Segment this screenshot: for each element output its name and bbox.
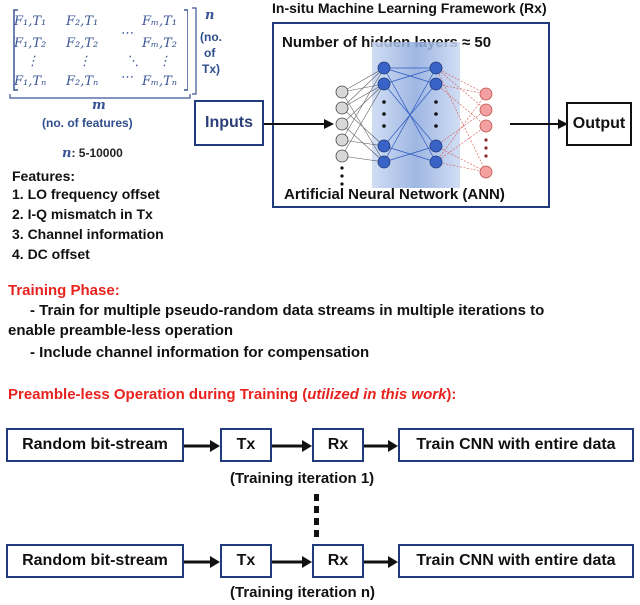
output-box: Output xyxy=(566,102,632,146)
matrix-cell-r3c2: F₂,Tₙ xyxy=(66,74,99,89)
matrix-m-label: m xyxy=(92,98,106,113)
tx-box-1: Tx xyxy=(220,428,272,462)
ann-label: Artificial Neural Network (ANN) xyxy=(284,186,505,203)
vertical-ellipsis xyxy=(314,494,319,537)
random-bitstream-label: Random bit-stream xyxy=(22,552,168,569)
arrow-tx-rx-n xyxy=(272,556,312,568)
rx-label: Rx xyxy=(327,436,349,453)
tx-label: Tx xyxy=(236,552,256,569)
matrix-n-desc-3: Tx) xyxy=(202,62,220,76)
output-dots xyxy=(484,138,488,158)
feature-item-4: 4. DC offset xyxy=(12,246,90,262)
matrix-hdots: ⋯ xyxy=(120,70,133,85)
feature-matrix: F₁,T₁ F₂,T₁ Fₘ,T₁ F₁,T₂ F₂,T₂ Fₘ,T₂ ⋮ ⋮ … xyxy=(8,4,189,96)
preamble-heading-start: Preamble-less Operation during Training … xyxy=(8,386,308,403)
rx-box-1: Rx xyxy=(312,428,364,462)
matrix-vdots: ⋮ xyxy=(26,54,39,69)
matrix-ddots: ⋱ xyxy=(126,54,139,69)
tx-box-n: Tx xyxy=(220,544,272,578)
m-bracket xyxy=(9,94,191,99)
n-range-var: n xyxy=(62,146,72,161)
matrix-n-desc-1: (no. xyxy=(200,30,222,44)
iteration-1-label: (Training iteration 1) xyxy=(230,470,375,487)
output-nodes xyxy=(479,87,493,179)
matrix-m-desc: (no. of features) xyxy=(42,116,133,130)
n-range-value: : 5-10000 xyxy=(71,146,123,160)
iteration-n-label: (Training iteration n) xyxy=(230,584,375,601)
connections-hidden-output xyxy=(435,67,487,173)
input-dots xyxy=(340,166,344,186)
rx-box-n: Rx xyxy=(312,544,364,578)
random-bitstream-label: Random bit-stream xyxy=(22,436,168,453)
training-phase-heading: Training Phase: xyxy=(8,282,120,299)
train-cnn-label: Train CNN with entire data xyxy=(416,552,616,569)
arrow-random-tx-1 xyxy=(184,440,220,452)
matrix-cell-r3c3: Fₘ,Tₙ xyxy=(142,74,178,89)
matrix-n-desc-2: of xyxy=(204,46,216,60)
matrix-cell-r2c1: F₁,T₂ xyxy=(14,36,47,51)
matrix-vdots: ⋮ xyxy=(158,54,171,69)
feature-item-1: 1. LO frequency offset xyxy=(12,186,160,202)
matrix-cell-r3c1: F₁,Tₙ xyxy=(14,74,47,89)
training-phase-line-1: - Train for multiple pseudo-random data … xyxy=(30,302,545,319)
rx-label: Rx xyxy=(327,552,349,569)
inputs-box: Inputs xyxy=(194,100,264,146)
matrix-cell-r1c3: Fₘ,T₁ xyxy=(142,14,178,29)
training-phase-line-2: enable preamble-less operation xyxy=(8,322,234,339)
train-cnn-box-1: Train CNN with entire data xyxy=(398,428,634,462)
feature-item-3: 3. Channel information xyxy=(12,226,164,242)
training-phase-line-3: - Include channel information for compen… xyxy=(30,344,370,361)
feature-item-2: 2. I-Q mismatch in Tx xyxy=(12,206,153,222)
output-arrow xyxy=(510,119,568,129)
random-bitstream-box-n: Random bit-stream xyxy=(6,544,184,578)
connections-input-hidden xyxy=(341,67,385,163)
hidden-dots xyxy=(382,100,438,128)
train-cnn-label: Train CNN with entire data xyxy=(416,436,616,453)
arrow-tx-rx-1 xyxy=(272,440,312,452)
matrix-cell-r2c2: F₂,T₂ xyxy=(66,36,99,51)
input-nodes xyxy=(335,85,349,163)
tx-label: Tx xyxy=(236,436,256,453)
matrix-cell-r1c2: F₂,T₁ xyxy=(66,14,99,29)
inputs-arrow xyxy=(264,119,334,129)
preamble-heading-italic: utilized in this work xyxy=(307,386,447,403)
features-heading: Features: xyxy=(12,168,76,184)
arrow-random-tx-n xyxy=(184,556,220,568)
random-bitstream-box-1: Random bit-stream xyxy=(6,428,184,462)
matrix-cell-r2c3: Fₘ,T₂ xyxy=(142,36,178,51)
matrix-hdots: ⋯ xyxy=(120,26,133,41)
preamble-heading: Preamble-less Operation during Training … xyxy=(8,386,456,403)
n-range: n: 5-10000 xyxy=(62,146,123,161)
output-label: Output xyxy=(572,115,626,132)
arrow-rx-train-n xyxy=(364,556,398,568)
neural-network-diagram xyxy=(335,42,493,188)
n-bracket xyxy=(192,7,197,95)
train-cnn-box-n: Train CNN with entire data xyxy=(398,544,634,578)
arrow-rx-train-1 xyxy=(364,440,398,452)
matrix-n-label: n xyxy=(205,8,215,23)
matrix-vdots: ⋮ xyxy=(78,54,91,69)
hidden-nodes xyxy=(377,61,443,169)
preamble-heading-end: ): xyxy=(446,386,457,403)
connections-hidden-hidden xyxy=(383,67,437,163)
matrix-cell-r1c1: F₁,T₁ xyxy=(14,14,47,29)
inputs-label: Inputs xyxy=(205,114,253,131)
framework-title: In-situ Machine Learning Framework (Rx) xyxy=(272,0,547,16)
